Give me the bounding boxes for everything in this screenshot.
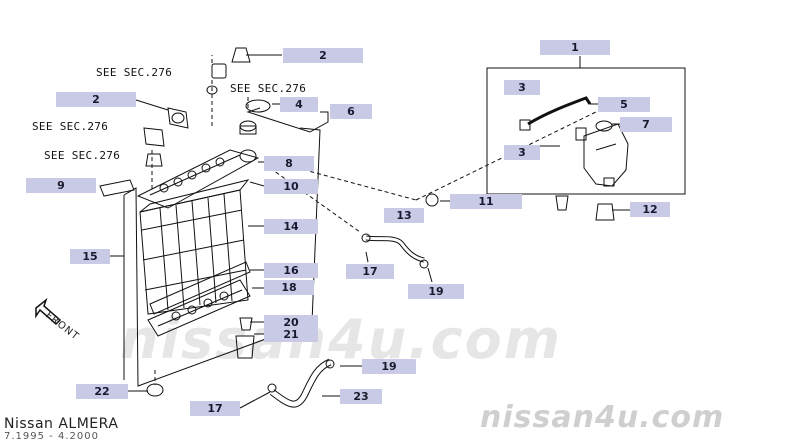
part-callout-6[interactable]: 6: [330, 104, 372, 119]
part-callout-2[interactable]: 2: [56, 92, 136, 107]
part-callout-1[interactable]: 1: [540, 40, 610, 55]
part-callout-14[interactable]: 14: [264, 219, 318, 234]
part-callout-17[interactable]: 17: [190, 401, 240, 416]
part-callout-16[interactable]: 16: [264, 263, 318, 278]
vehicle-model: Nissan ALMERA: [4, 416, 119, 432]
watermark-small: nissan4u.com: [480, 400, 725, 435]
part-callout-3[interactable]: 3: [504, 145, 540, 160]
part-callout-4[interactable]: 4: [280, 97, 318, 112]
part-callout-3[interactable]: 3: [504, 80, 540, 95]
callout-leaders: [110, 54, 630, 409]
part-callout-10[interactable]: 10: [264, 179, 318, 194]
part-callout-18[interactable]: 18: [264, 280, 314, 295]
part-callout-19[interactable]: 19: [362, 359, 416, 374]
part-callout-21[interactable]: 21: [264, 327, 318, 342]
part-callout-11[interactable]: 11: [450, 194, 522, 209]
part-callout-20[interactable]: 20: [264, 315, 318, 330]
watermark-large: nissan4u.com: [120, 308, 563, 371]
part-callout-23[interactable]: 23: [340, 389, 382, 404]
part-callout-5[interactable]: 5: [598, 97, 650, 112]
leader-dashed-lines: [151, 55, 601, 385]
reservoir-tank: [519, 96, 629, 187]
radiator-core: [139, 179, 250, 315]
see-section-ref[interactable]: SEE SEC.276: [230, 82, 307, 95]
part-callout-7[interactable]: 7: [620, 117, 672, 132]
see-section-ref[interactable]: SEE SEC.276: [44, 149, 121, 162]
part-callout-8[interactable]: 8: [264, 156, 314, 171]
part-callout-15[interactable]: 15: [70, 249, 110, 264]
part-callout-9[interactable]: 9: [26, 178, 96, 193]
part-callout-12[interactable]: 12: [630, 202, 670, 217]
part-callout-13[interactable]: 13: [384, 208, 424, 223]
see-section-ref[interactable]: SEE SEC.276: [96, 66, 173, 79]
upper-mount-parts: [99, 47, 251, 197]
seal-strip-16: [149, 261, 251, 315]
part-callout-2[interactable]: 2: [283, 48, 363, 63]
part-callout-19[interactable]: 19: [408, 284, 464, 299]
reservoir-group-frame: [486, 67, 686, 195]
part-callout-17[interactable]: 17: [346, 264, 394, 279]
upper-tank: [136, 149, 260, 209]
part-callout-22[interactable]: 22: [76, 384, 128, 399]
lower-tank: [147, 279, 251, 337]
production-period: 7.1995 - 4.2000: [4, 431, 99, 442]
see-section-ref[interactable]: SEE SEC.276: [32, 120, 109, 133]
radiator-cap: [239, 120, 257, 135]
front-arrow-icon: [35, 297, 62, 326]
